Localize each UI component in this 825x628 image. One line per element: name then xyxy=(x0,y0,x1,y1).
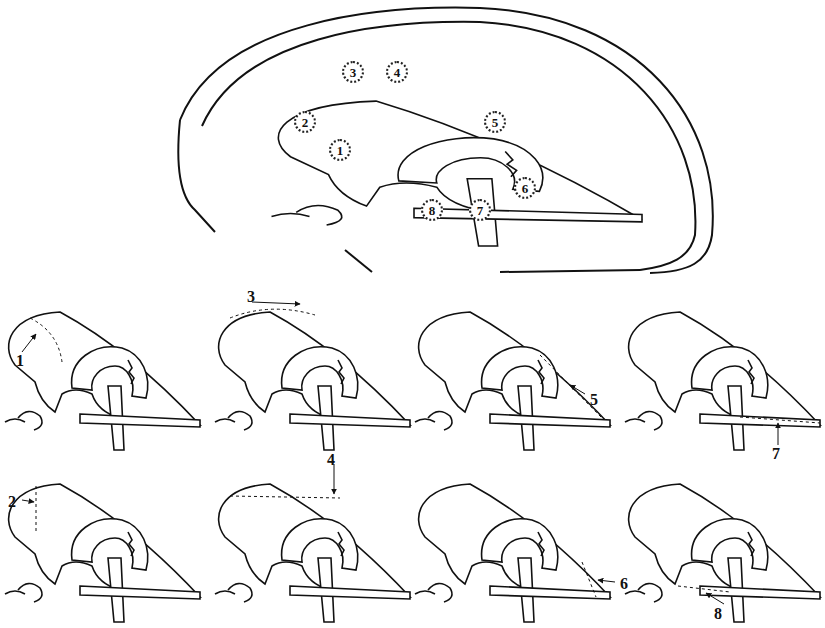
callout-number: 7 xyxy=(477,204,484,217)
dotted-circle: 4 xyxy=(386,61,408,83)
callout-number: 2 xyxy=(302,116,309,129)
callout-number: 3 xyxy=(350,66,357,79)
panel-number: 1 xyxy=(16,353,24,369)
panel-number: 2 xyxy=(8,494,16,510)
callout-number: 5 xyxy=(492,116,499,129)
callout-number: 6 xyxy=(522,182,529,195)
callout-number: 1 xyxy=(337,144,344,157)
dotted-circle: 1 xyxy=(329,139,351,161)
dotted-circle: 6 xyxy=(514,177,536,199)
dotted-circle: 8 xyxy=(421,199,443,221)
dotted-circle: 2 xyxy=(294,111,316,133)
panel-number: 4 xyxy=(327,452,335,468)
dotted-circle: 5 xyxy=(484,111,506,133)
dotted-circle: 3 xyxy=(342,61,364,83)
dotted-circle: 7 xyxy=(469,199,491,221)
panel-number: 6 xyxy=(620,576,628,592)
callout-number: 8 xyxy=(429,204,436,217)
panel-number: 5 xyxy=(590,392,598,408)
panel-number: 7 xyxy=(772,446,780,462)
panel-number: 3 xyxy=(247,289,255,305)
callout-number: 4 xyxy=(394,66,401,79)
panel-number: 8 xyxy=(714,606,722,622)
